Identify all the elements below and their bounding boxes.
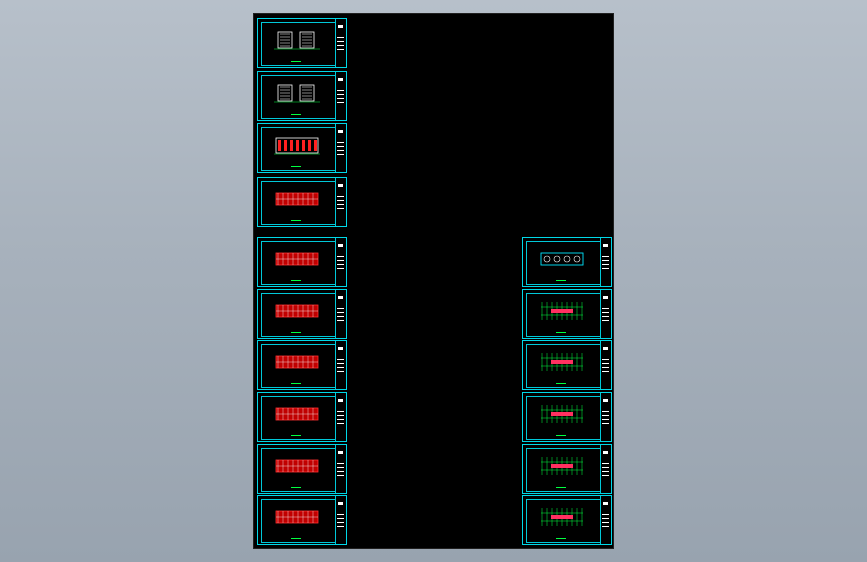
drawing-sheet[interactable]	[522, 340, 612, 390]
sheet-title-block	[335, 445, 346, 493]
sheet-drawing	[275, 407, 319, 421]
drawing-sheet[interactable]	[522, 495, 612, 545]
sheet-title-block	[335, 19, 346, 67]
sheet-scale-label	[556, 487, 566, 488]
sheet-drawing	[541, 457, 583, 475]
sheet-scale-label	[291, 280, 301, 281]
sheet-drawing	[275, 252, 319, 266]
sheet-drawing	[541, 508, 583, 526]
sheet-title-block	[600, 341, 611, 389]
sheet-scale-label	[556, 280, 566, 281]
sheet-title-block	[335, 124, 346, 172]
drawing-sheet[interactable]	[257, 237, 347, 287]
sheet-title-block	[600, 290, 611, 338]
sheet-scale-label	[291, 538, 301, 539]
sheet-drawing	[275, 355, 319, 369]
drawing-sheet[interactable]	[257, 340, 347, 390]
sheet-title-block	[335, 341, 346, 389]
sheet-drawing	[540, 252, 584, 266]
sheet-title-block	[335, 72, 346, 120]
sheet-scale-label	[556, 383, 566, 384]
sheet-drawing	[541, 353, 583, 371]
drawing-sheet[interactable]	[257, 289, 347, 339]
sheet-drawing	[274, 137, 320, 155]
drawing-sheet[interactable]	[257, 495, 347, 545]
sheet-scale-label	[556, 435, 566, 436]
drawing-sheet[interactable]	[257, 177, 347, 227]
drawing-sheet[interactable]	[522, 392, 612, 442]
sheet-drawing	[274, 31, 320, 50]
sheet-scale-label	[291, 114, 301, 115]
sheet-title-block	[335, 290, 346, 338]
sheet-scale-label	[291, 166, 301, 167]
sheet-scale-label	[291, 61, 301, 62]
sheet-title-block	[335, 178, 346, 226]
sheet-drawing	[275, 192, 319, 206]
drawing-sheet[interactable]	[257, 392, 347, 442]
sheet-drawing	[275, 459, 319, 473]
sheet-title-block	[600, 496, 611, 544]
sheet-scale-label	[291, 383, 301, 384]
sheet-title-block	[335, 496, 346, 544]
sheet-drawing	[541, 302, 583, 320]
sheet-title-block	[600, 445, 611, 493]
sheet-scale-label	[291, 435, 301, 436]
sheet-scale-label	[556, 538, 566, 539]
drawing-sheet[interactable]	[257, 444, 347, 494]
sheet-drawing	[274, 84, 320, 103]
drawing-sheet[interactable]	[257, 123, 347, 173]
sheet-drawing	[275, 510, 319, 524]
drawing-sheet[interactable]	[522, 444, 612, 494]
sheet-scale-label	[556, 332, 566, 333]
drawing-sheet[interactable]	[257, 71, 347, 121]
sheet-drawing	[541, 405, 583, 423]
drawing-sheet[interactable]	[522, 289, 612, 339]
drawing-canvas[interactable]	[253, 13, 614, 549]
drawing-sheet[interactable]	[257, 18, 347, 68]
sheet-title-block	[600, 393, 611, 441]
sheet-scale-label	[291, 487, 301, 488]
sheet-drawing	[275, 304, 319, 318]
sheet-title-block	[600, 238, 611, 286]
drawing-sheet[interactable]	[522, 237, 612, 287]
sheet-title-block	[335, 393, 346, 441]
sheet-scale-label	[291, 220, 301, 221]
sheet-scale-label	[291, 332, 301, 333]
sheet-title-block	[335, 238, 346, 286]
